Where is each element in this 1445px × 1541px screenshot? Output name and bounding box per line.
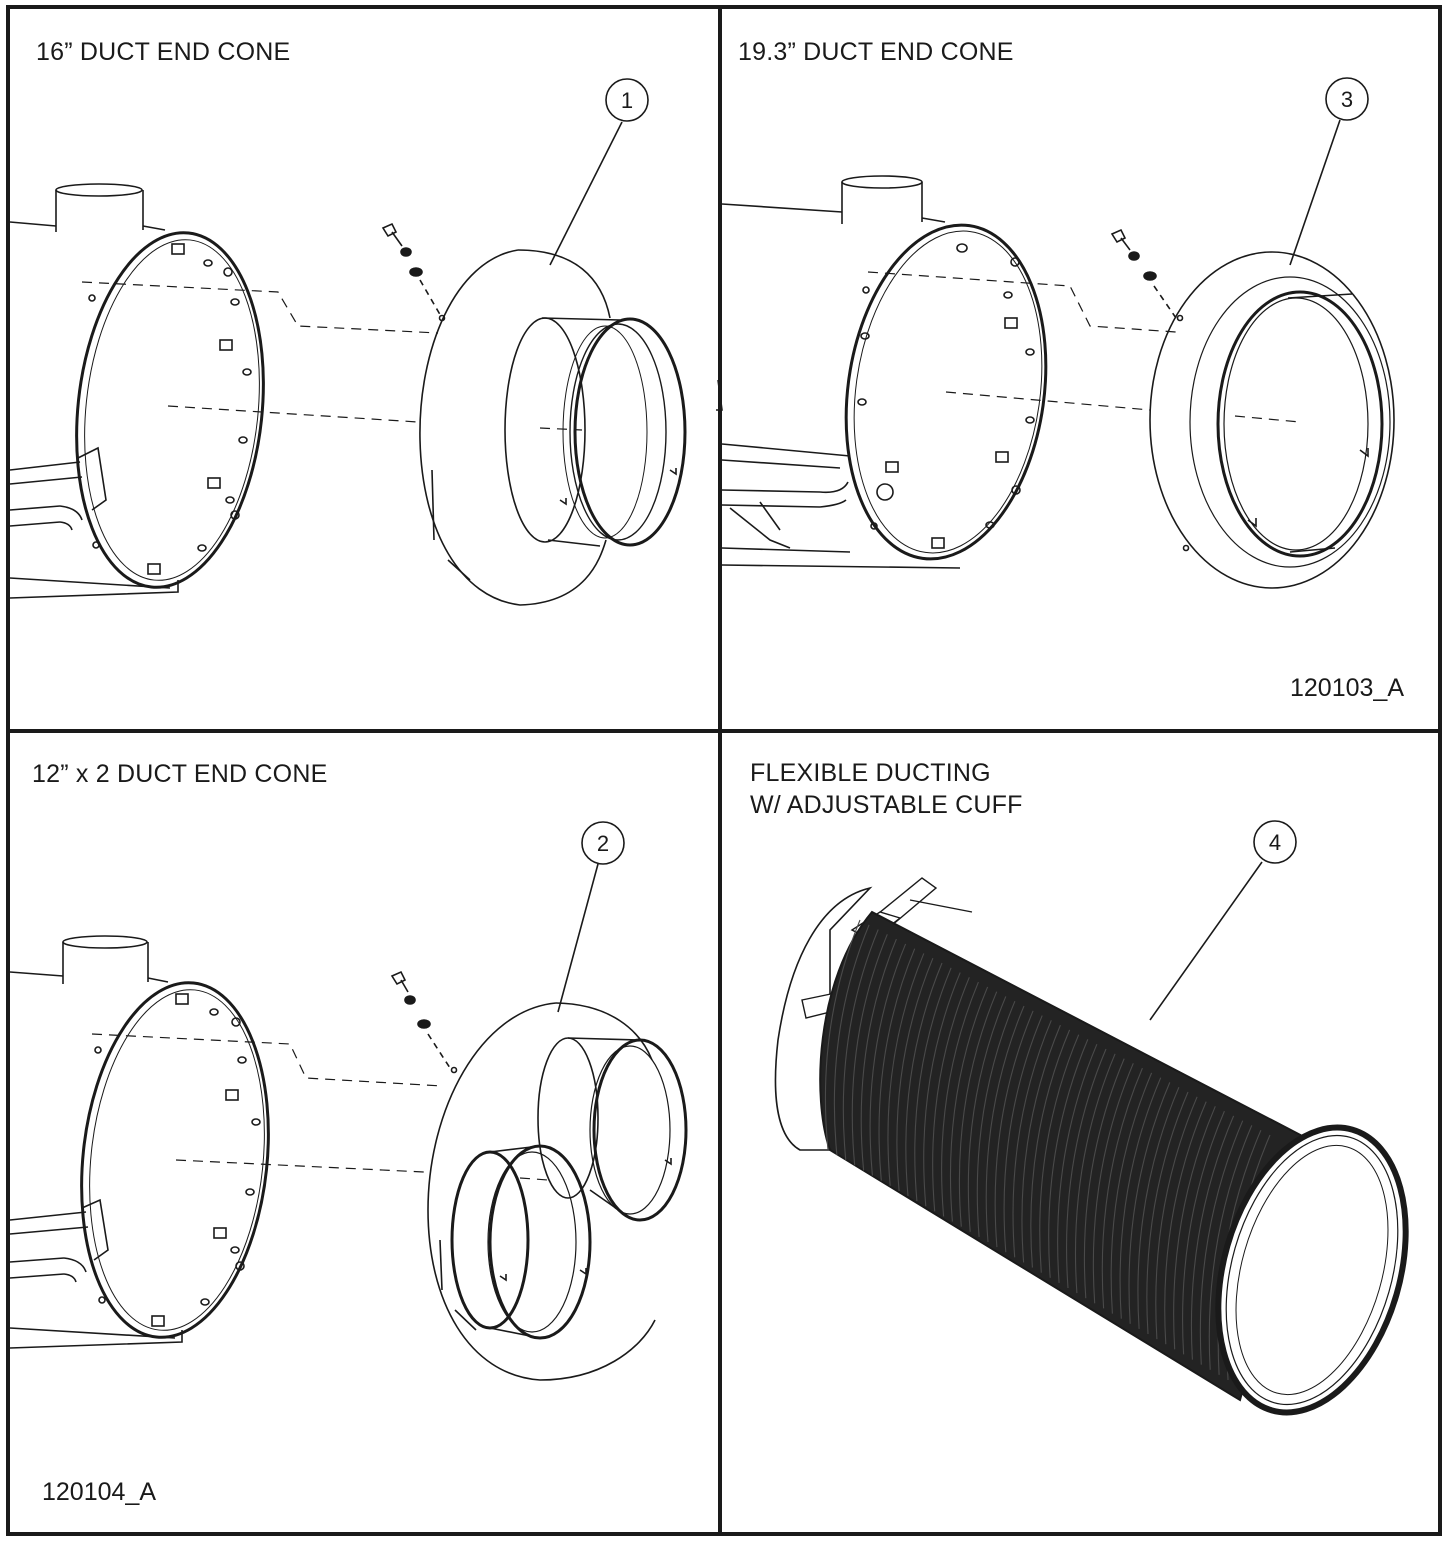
heater-body-panel-3 [9,935,270,1349]
drawing-number-120104: 120104_A [42,1478,157,1506]
callout-3: 3 [1289,77,1369,266]
callout-4: 4 [1149,820,1297,1021]
flexible-duct [774,877,1409,1416]
panel-frame [6,5,1442,1536]
duct-end-cone-16 [419,249,687,606]
callout-number: 2 [597,831,609,856]
panel-title-19-3in-cone: 19.3” DUCT END CONE [738,38,1014,66]
heater-body-panel-1 [9,183,265,599]
callout-number: 1 [621,88,633,113]
panel-title-16in-cone: 16” DUCT END CONE [36,38,291,66]
drawing-number-120103: 120103_A [1290,674,1405,702]
heater-body-panel-2 [716,175,1048,569]
centerlines-panel-1 [81,281,583,431]
panel-subtitle-adjustable-cuff: W/ ADJUSTABLE CUFF [750,791,1023,819]
centerlines-panel-3 [91,1033,549,1181]
callout-2: 2 [557,821,625,1013]
hardware-stack-panel-2 [1110,228,1177,319]
callout-number: 4 [1269,830,1281,855]
hardware-stack-panel-1 [381,222,443,319]
panel-title-flexible-ducting: FLEXIBLE DUCTING [750,759,991,787]
centerlines-panel-2 [867,271,1301,423]
hardware-stack-panel-3 [390,970,451,1069]
duct-end-cone-19-3 [1149,251,1395,589]
panel-title-12in-x2-cone: 12” x 2 DUCT END CONE [32,760,328,788]
callout-1: 1 [549,78,649,266]
callout-number: 3 [1341,87,1353,112]
duct-end-cone-12x2 [427,1002,688,1381]
